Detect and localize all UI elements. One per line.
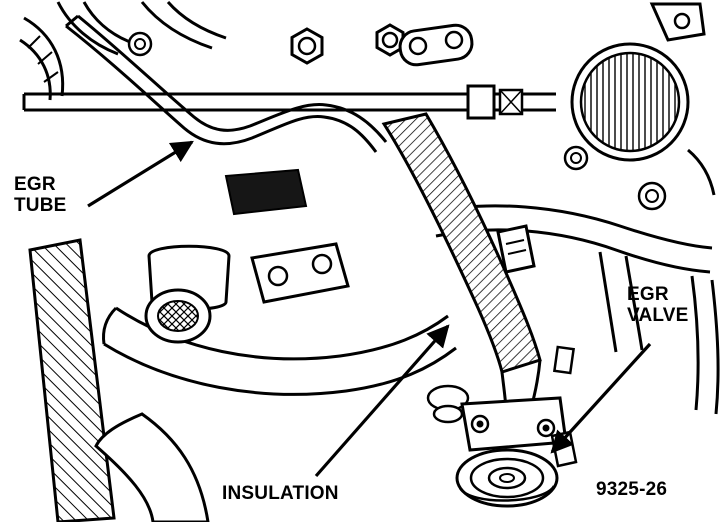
grommet-drawing bbox=[144, 288, 212, 344]
callout-arrow-insulation bbox=[314, 324, 450, 478]
egr-tube-label: EGR TUBE bbox=[14, 174, 67, 217]
lower-fittings-drawing bbox=[426, 384, 470, 424]
egr-tube-drawing bbox=[65, 14, 388, 153]
upper-left-hoses-drawing bbox=[19, 1, 227, 101]
dark-clamp-drawing bbox=[224, 168, 308, 216]
callout-arrow-egr-valve bbox=[550, 342, 652, 454]
left-hose-hatched-drawing bbox=[28, 238, 116, 522]
throttle-body-drawing bbox=[563, 2, 716, 196]
egr-valve-drawing bbox=[455, 396, 578, 508]
lower-left-hose-drawing bbox=[94, 412, 210, 522]
insulation-label: INSULATION bbox=[222, 483, 339, 504]
callout-arrow-egr-tube bbox=[87, 140, 194, 208]
cross-rod-drawing bbox=[22, 84, 556, 120]
bracket-drawing bbox=[250, 242, 350, 304]
bolt-heads-drawing bbox=[290, 23, 474, 67]
figure-number: 9325-26 bbox=[596, 479, 668, 500]
callout-arrows bbox=[87, 140, 652, 478]
egr-valve-label: EGR VALVE bbox=[627, 284, 689, 327]
